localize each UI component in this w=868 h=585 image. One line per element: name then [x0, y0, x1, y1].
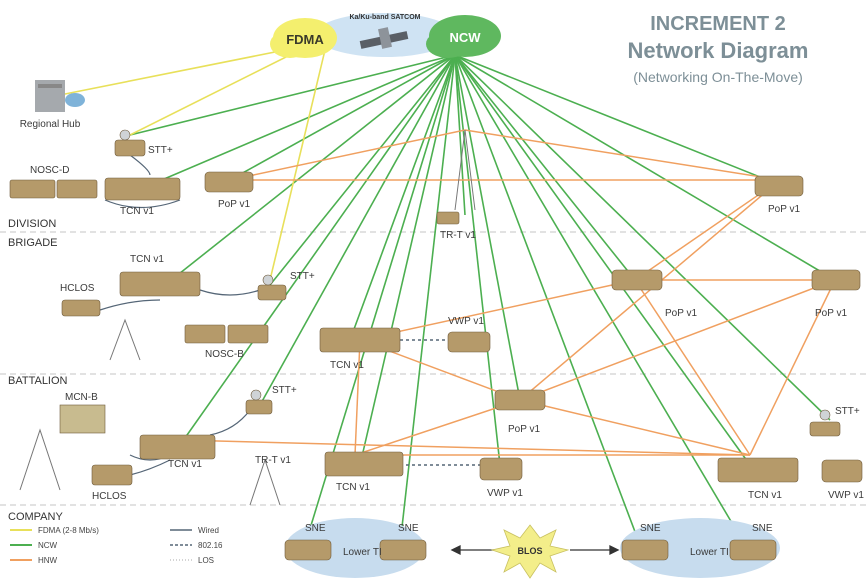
label-pop-far-right: PoP v1 — [815, 308, 847, 319]
sne1-vehicle-icon — [284, 539, 332, 561]
label-tcn-bn: TCN v1 — [168, 459, 202, 470]
label-vwp-co: VWP v1 — [487, 488, 523, 499]
label-sne2: SNE — [398, 523, 419, 534]
title-line2: Network Diagram — [628, 38, 809, 63]
label-stt-bn: STT+ — [272, 385, 297, 396]
pop-center-vehicle-icon — [494, 389, 546, 411]
pop-far-right-vehicle-icon — [811, 269, 861, 291]
blos-label: BLOS — [517, 546, 542, 556]
legend-los: LOS — [198, 556, 214, 565]
title-line1: INCREMENT 2 — [650, 13, 786, 35]
section-dividers — [0, 231, 868, 506]
vwp-right-vehicle-icon — [821, 459, 863, 483]
satcom-cloud: Ka/Ku-band SATCOM — [315, 13, 455, 57]
tcn-bn-vehicle-icon — [139, 434, 216, 460]
stt-bde-vehicle-icon — [257, 274, 287, 301]
section-brigade: BRIGADE — [8, 237, 58, 249]
legend-fdma: FDMA (2-8 Mb/s) — [38, 526, 99, 535]
label-sne4: SNE — [752, 523, 773, 534]
fdma-cloud: FDMA — [270, 18, 337, 58]
label-trt-bn: TR-T v1 — [255, 455, 291, 466]
section-battalion: BATTALION — [8, 375, 68, 387]
label-nosc-b: NOSC-B — [205, 349, 244, 360]
label-pop-div: PoP v1 — [218, 199, 250, 210]
regional-hub-label: Regional Hub — [20, 119, 81, 130]
vwp-mid-vehicle-icon — [447, 331, 491, 353]
sne3-vehicle-icon — [621, 539, 669, 561]
label-vwp-mid: VWP v1 — [448, 316, 484, 327]
label-stt-div: STT+ — [148, 145, 173, 156]
satcom-label: Ka/Ku-band SATCOM — [349, 14, 420, 21]
pop-div-vehicle-icon — [204, 171, 254, 193]
label-lower-right: Lower TI — [690, 547, 729, 558]
ncw-cloud: NCW — [426, 15, 501, 58]
label-pop-mid-right: PoP v1 — [665, 308, 697, 319]
label-tcn-bde: TCN v1 — [130, 254, 164, 265]
vehicles — [9, 129, 863, 486]
vwp-co-vehicle-icon — [479, 457, 523, 481]
hclos-bde-vehicle-icon — [61, 299, 101, 317]
label-trt-top: TR-T v1 — [440, 230, 476, 241]
trt-top-vehicle-icon — [436, 211, 460, 225]
tcn-mid-vehicle-icon — [319, 327, 401, 353]
label-sne3: SNE — [640, 523, 661, 534]
section-division: DIVISION — [8, 218, 56, 230]
section-company: COMPANY — [8, 511, 63, 523]
fdma-links — [59, 44, 326, 281]
label-hclos-bde: HCLOS — [60, 283, 95, 294]
legend-hnw: HNW — [38, 556, 58, 565]
label-stt-right: STT+ — [835, 406, 860, 417]
label-mcn-b: MCN-B — [65, 392, 98, 403]
label-nosc-d: NOSC-D — [30, 165, 69, 176]
pop-right-top-vehicle-icon — [754, 175, 804, 197]
legend-wifi: 802.16 — [198, 541, 223, 550]
fdma-label: FDMA — [286, 32, 324, 47]
label-tcn-co: TCN v1 — [336, 482, 370, 493]
tcn-right-vehicle-icon — [717, 457, 799, 483]
blos-arrows — [450, 544, 620, 556]
sne-vehicles — [284, 539, 777, 561]
label-tcn-right: TCN v1 — [748, 490, 782, 501]
stt-right-vehicle-icon — [809, 409, 841, 437]
nosc-b-vehicle-icon — [184, 324, 269, 344]
legend-ncw: NCW — [38, 541, 58, 550]
label-tcn-div: TCN v1 — [120, 206, 154, 217]
stt-vehicle-icon — [114, 129, 146, 157]
tower-icons — [19, 129, 476, 506]
blos-burst-icon: BLOS — [490, 524, 570, 579]
tcn-div-vehicle-icon — [104, 177, 181, 201]
wifi-links — [400, 339, 480, 466]
label-pop-right-top: PoP v1 — [768, 204, 800, 215]
regional-hub-icon: Regional Hub — [20, 80, 85, 130]
label-tcn-mid: TCN v1 — [330, 360, 364, 371]
hclos-bn-vehicle-icon — [91, 464, 133, 486]
company-ellipses — [285, 518, 780, 578]
label-lower-left: Lower TI — [343, 547, 382, 558]
mcn-b-shelter-icon — [59, 404, 106, 434]
legend: FDMA (2-8 Mb/s) NCW HNW Wired 802.16 LOS — [10, 526, 223, 565]
label-pop-center: PoP v1 — [508, 424, 540, 435]
label-vwp-right: VWP v1 — [828, 490, 864, 501]
title-line3: (Networking On-The-Move) — [633, 69, 803, 85]
tcn-co-vehicle-icon — [324, 451, 404, 477]
nosc-d-vehicle-icon — [9, 179, 98, 199]
ncw-label: NCW — [449, 30, 481, 45]
legend-wired: Wired — [198, 526, 219, 535]
tcn-bde-vehicle-icon — [119, 271, 201, 297]
label-sne1: SNE — [305, 523, 326, 534]
label-stt-bde: STT+ — [290, 271, 315, 282]
diagram-title: INCREMENT 2 Network Diagram (Networking … — [628, 13, 809, 85]
stt-bn-vehicle-icon — [245, 389, 273, 415]
sne2-vehicle-icon — [379, 539, 427, 561]
label-hclos-bn: HCLOS — [92, 491, 127, 502]
sne4-vehicle-icon — [729, 539, 777, 561]
pop-mid-right-vehicle-icon — [611, 269, 663, 291]
